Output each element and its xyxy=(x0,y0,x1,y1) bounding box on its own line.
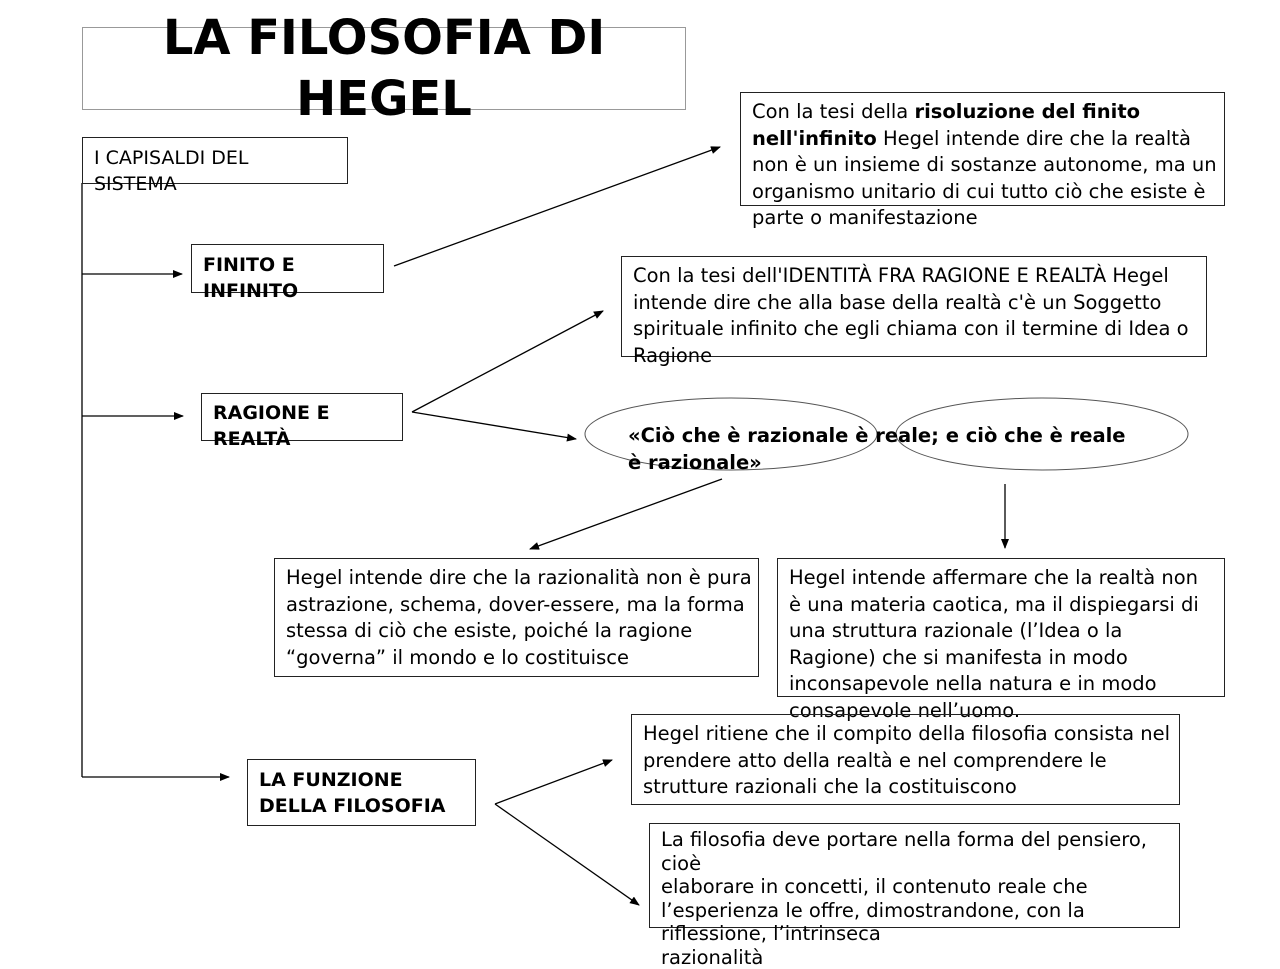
right-desc-line2: una struttura razionale (l’Idea o la Rag… xyxy=(789,618,1189,724)
ragione-desc-text: Con la tesi dell'IDENTITÀ FRA RAGIONE E … xyxy=(633,263,1193,369)
capisaldi-label: I CAPISALDI DEL SISTEMA xyxy=(94,145,314,197)
arrow-ragione-to-quote xyxy=(412,412,576,439)
right-desc-line1: Hegel intende affermare che la realtà no… xyxy=(789,565,1209,618)
ragione-quote: «Ciò che è razionale è reale; e ciò che … xyxy=(628,423,1128,476)
arrow-ragione-to-desc xyxy=(412,311,603,412)
arrow-finito-to-desc xyxy=(394,147,720,266)
finito-desc-pre: Con la tesi della xyxy=(752,100,914,123)
page-title: LA FILOSOFIA DI HEGEL xyxy=(82,8,686,130)
finito-desc-text: Con la tesi della risoluzione del finito… xyxy=(752,99,1217,232)
left-desc-text: Hegel intende dire che la razionalità no… xyxy=(286,565,756,671)
arrow-funzione-to-desc1 xyxy=(495,760,612,804)
funzione-desc2-line1: La filosofia deve portare nella forma de… xyxy=(661,828,1166,875)
funzione-desc2-text: La filosofia deve portare nella forma de… xyxy=(661,828,1166,969)
funzione-desc2-line2: elaborare in concetti, il contenuto real… xyxy=(661,875,1166,946)
arrow-quote-to-left xyxy=(530,479,722,549)
finito-label: FINITO E INFINITO xyxy=(203,252,343,304)
funzione-desc2-line3: razionalità xyxy=(661,946,1166,969)
ragione-label: RAGIONE E REALTÀ xyxy=(213,400,363,452)
funzione-label: LA FUNZIONE DELLA FILOSOFIA xyxy=(259,767,469,819)
funzione-desc1-text: Hegel ritiene che il compito della filos… xyxy=(643,721,1173,801)
right-desc-text: Hegel intende affermare che la realtà no… xyxy=(789,565,1209,724)
arrow-funzione-to-desc2 xyxy=(495,804,639,905)
